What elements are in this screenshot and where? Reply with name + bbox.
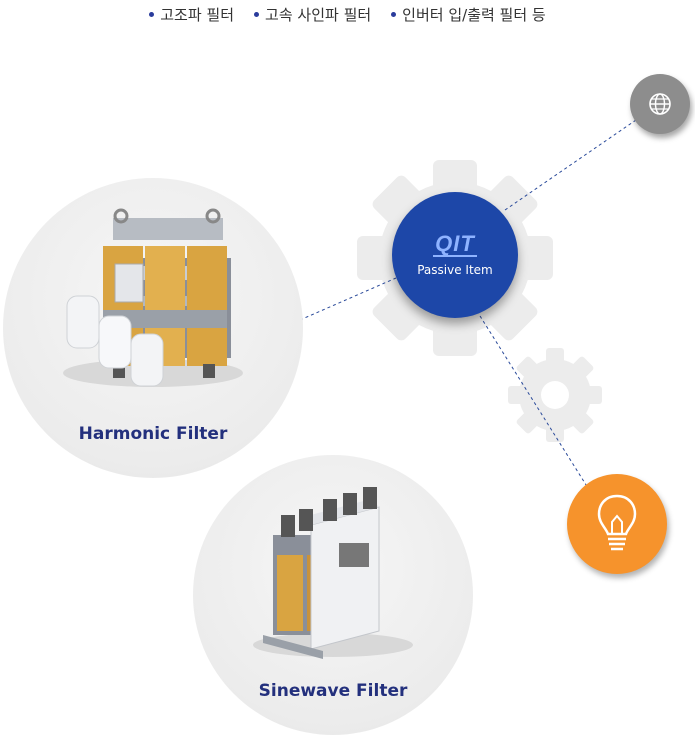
application-item: 고속 사인파 필터	[254, 4, 371, 25]
passive-item-hub[interactable]: QIT Passive Item	[392, 192, 518, 318]
lightbulb-button[interactable]	[567, 474, 667, 574]
sinewave-filter-image	[253, 487, 413, 659]
application-item: 인버터 입/출력 필터 등	[391, 4, 546, 25]
passive-item-caption: Passive Item	[417, 263, 493, 277]
lightbulb-icon	[597, 494, 637, 551]
sinewave-filter-label: Sinewave Filter	[258, 681, 408, 701]
globe-button[interactable]	[630, 74, 690, 134]
globe-icon	[649, 93, 671, 115]
bullet-icon	[149, 12, 155, 17]
bullet-icon	[254, 12, 260, 17]
sinewave-filter-card[interactable]: Sinewave Filter	[193, 455, 473, 735]
bullet-icon	[391, 12, 397, 17]
gear-icon	[508, 348, 602, 442]
harmonic-filter-label: Harmonic Filter	[78, 424, 228, 444]
qit-logo: QIT	[433, 231, 477, 257]
application-list: 고조파 필터 고속 사인파 필터 인버터 입/출력 필터 등	[0, 4, 695, 25]
harmonic-filter-image	[63, 208, 243, 387]
connector-lines	[299, 119, 637, 489]
application-item: 고조파 필터	[149, 4, 234, 25]
application-item-label: 인버터 입/출력 필터 등	[402, 6, 546, 24]
application-item-label: 고조파 필터	[160, 6, 235, 24]
harmonic-filter-card[interactable]: Harmonic Filter	[3, 178, 303, 478]
application-item-label: 고속 사인파 필터	[265, 6, 372, 24]
